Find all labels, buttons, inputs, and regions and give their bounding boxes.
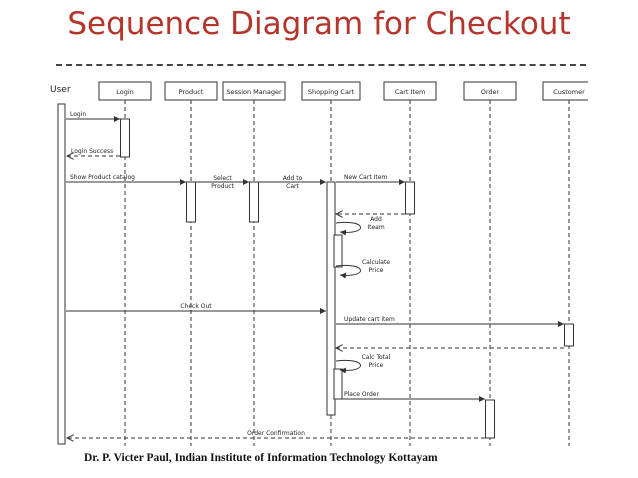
message-2-label: Login Success <box>71 148 113 155</box>
lifeline-label-login: Login <box>116 88 134 96</box>
activation-login <box>120 118 130 158</box>
activation-shopping-cart-nested-1 <box>333 234 343 268</box>
message-1-label: Login <box>70 111 86 118</box>
lifeline-label-cart-item: Cart Item <box>395 88 426 96</box>
activation-bar-user <box>57 103 66 445</box>
message-4-label: Select <box>213 175 232 182</box>
slide-title: Sequence Diagram for Checkout <box>67 6 571 42</box>
activation-shopping-cart <box>326 181 336 416</box>
message-11-label: Update cart item <box>344 316 395 323</box>
lifeline-label-customer: Customer <box>553 88 585 96</box>
message-13-label: Calc Total <box>362 354 391 361</box>
lifeline-label-shopping-cart: Shopping Cart <box>308 88 355 96</box>
message-5-label-line2: Cart <box>286 183 299 190</box>
message-8-label-line2: Iteam <box>367 224 384 231</box>
message-3-label: Show Product catalog <box>70 174 135 181</box>
activation-cart-item <box>405 181 415 215</box>
lifeline-label-product: Product <box>179 88 204 96</box>
activation-session-manager <box>249 181 259 223</box>
activation-shopping-cart-nested-2 <box>333 368 343 400</box>
message-4-label-line2: Product <box>211 183 234 190</box>
message-9-label: Calculate <box>362 259 390 266</box>
message-13-label-line2: Price <box>369 362 384 369</box>
message-14-label: Place Order <box>344 391 379 398</box>
lifeline-label-order: Order <box>481 88 500 96</box>
activation-customer <box>564 323 574 347</box>
message-13-self-arrow <box>335 359 361 374</box>
actor-label-user: User <box>50 85 71 95</box>
message-9-self-arrow <box>335 264 361 279</box>
message-5-label: Add to <box>283 175 303 182</box>
message-8-label: Add <box>370 216 382 223</box>
footer-credit: Dr. P. Victer Paul, Indian Institute of … <box>84 452 438 464</box>
message-6-label: New Cart Item <box>344 174 387 181</box>
lifeline-label-session-manager: Session Manager <box>226 88 282 96</box>
activation-product <box>186 181 196 223</box>
title-divider <box>56 64 586 66</box>
message-8-self-arrow <box>335 221 361 236</box>
message-9-label-line2: Price <box>369 267 384 274</box>
message-10-label: Check Out <box>180 303 212 310</box>
activation-order <box>485 399 495 439</box>
message-15-label: Order Confirmation <box>247 430 305 437</box>
